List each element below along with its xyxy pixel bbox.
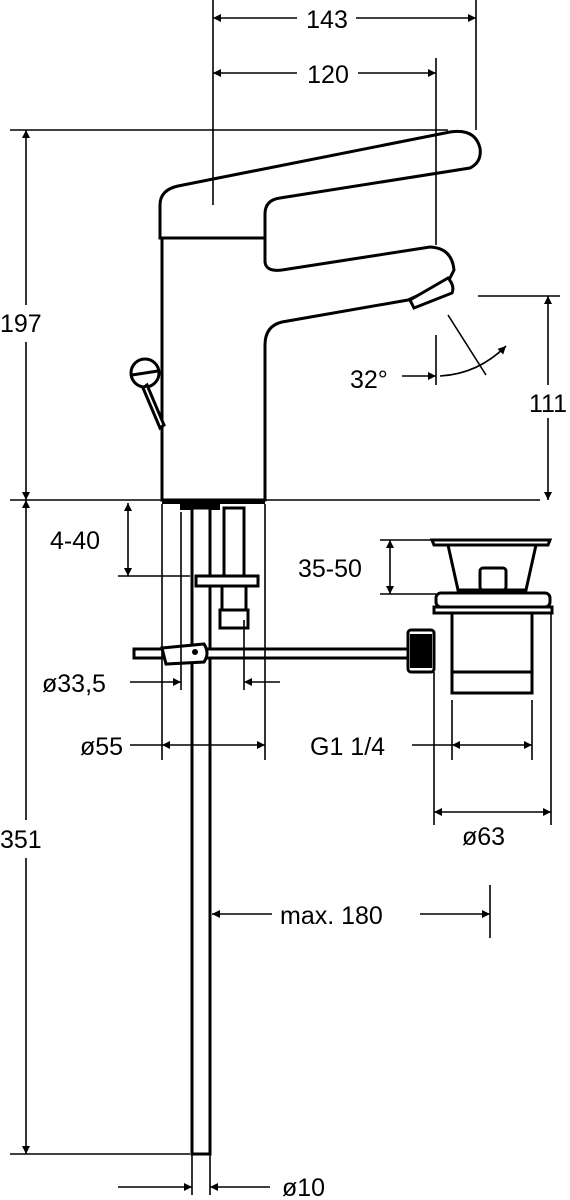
- label-thread: G1 1/4: [310, 733, 385, 761]
- label-depth-below: 351: [0, 826, 42, 854]
- label-angle: 32°: [350, 366, 388, 394]
- label-width-spout: 120: [307, 61, 349, 89]
- dimension-labels: 143 120 197 32° 111 4-40 35-50 ø33,5 ø55…: [0, 4, 567, 1200]
- label-spout-height: 111: [529, 390, 567, 418]
- label-base-diameter: ø55: [80, 733, 123, 761]
- faucet-spout: [160, 236, 456, 502]
- popup-knob: [129, 357, 166, 431]
- faucet-aerator: [408, 276, 455, 310]
- label-plate-range: 4-40: [50, 527, 100, 555]
- dimension-lines: [10, 0, 560, 1195]
- label-max-length: max. 180: [280, 902, 383, 930]
- label-hole-diameter: ø33,5: [42, 670, 106, 698]
- label-waste-range: 35-50: [298, 555, 362, 583]
- waste-drain: [429, 538, 554, 695]
- supply-rod: [190, 506, 212, 1156]
- faucet-lever: [158, 129, 482, 240]
- faucet-body: [158, 129, 482, 510]
- label-width-overall: 143: [306, 6, 348, 34]
- label-waste-diameter: ø63: [462, 823, 505, 851]
- under-basin-assembly: [132, 506, 436, 1156]
- label-height-total: 197: [0, 310, 42, 338]
- label-rod-diameter: ø10: [282, 1174, 325, 1200]
